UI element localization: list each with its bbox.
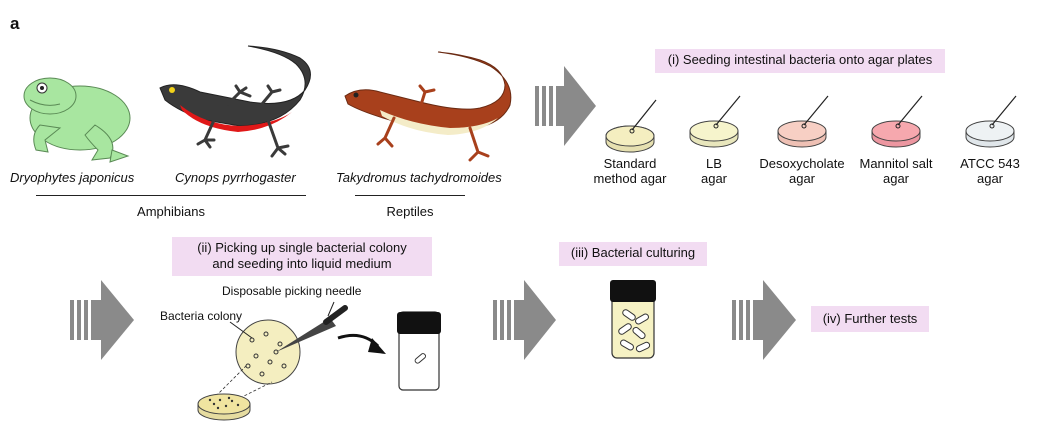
plate-label-1-line2: method agar — [593, 171, 667, 186]
plate-label-4: Mannitol salt agar — [848, 156, 944, 186]
step-box-picking: (ii) Picking up single bacterial colony … — [172, 237, 432, 276]
plate-label-2-line1: LB — [706, 156, 722, 171]
plate-label-3: Desoxycholate agar — [754, 156, 850, 186]
amphibians-divider — [36, 195, 306, 196]
species-label-newt: Cynops pyrrhogaster — [175, 170, 296, 185]
small-petri-dish-icon — [197, 363, 273, 421]
needle-icon — [276, 301, 348, 352]
step-box-culturing: (iii) Bacterial culturing — [559, 242, 707, 266]
step-box-further-tests: (iv) Further tests — [811, 306, 929, 332]
species-label-frog: Dryophytes japonicus — [10, 170, 135, 185]
plate-label-4-line1: Mannitol salt — [859, 156, 933, 171]
curved-transfer-arrow — [337, 333, 386, 354]
step-picking-line1: (ii) Picking up single bacterial colony — [197, 240, 407, 255]
process-arrow-2 — [70, 280, 134, 360]
agar-plate-4 — [871, 95, 923, 148]
colony-pointer-line — [229, 321, 253, 339]
plate-label-5-line1: ATCC 543 — [960, 156, 1020, 171]
plate-label-5: ATCC 543 agar — [942, 156, 1038, 186]
plate-label-3-line1: Desoxycholate — [759, 156, 845, 171]
frog-icon — [23, 77, 131, 163]
plate-label-4-line2: agar — [882, 171, 910, 186]
agar-plate-5 — [965, 95, 1017, 148]
liquid-medium-tube-icon — [397, 311, 441, 391]
group-label-reptiles: Reptiles — [386, 204, 434, 219]
plate-label-3-line2: agar — [788, 171, 816, 186]
process-arrow-3 — [493, 280, 556, 360]
panel-label: a — [10, 14, 20, 33]
bacteria-colony-label: Bacteria colony — [160, 309, 243, 323]
plate-label-5-line2: agar — [976, 171, 1004, 186]
plate-label-1-line1: Standard — [603, 156, 657, 171]
newt-icon — [159, 45, 311, 158]
agar-plate-2 — [689, 95, 741, 148]
reptiles-divider — [355, 195, 465, 196]
plate-label-2: LB agar — [666, 156, 762, 186]
culture-bottle-icon — [610, 280, 656, 359]
lizard-icon — [344, 51, 512, 162]
agar-plate-3 — [777, 95, 829, 148]
picking-needle-label: Disposable picking needle — [222, 284, 362, 298]
agar-plate-1 — [605, 99, 657, 153]
process-arrow-1 — [535, 66, 596, 146]
step-box-seeding: (i) Seeding intestinal bacteria onto aga… — [655, 49, 945, 73]
plate-label-2-line2: agar — [700, 171, 728, 186]
colony-magnified-circle — [235, 319, 301, 385]
species-label-lizard: Takydromus tachydromoides — [336, 170, 502, 185]
group-label-amphibians: Amphibians — [137, 204, 205, 219]
process-arrow-4 — [732, 280, 796, 360]
step-picking-line2: and seeding into liquid medium — [212, 256, 392, 271]
plate-label-1: Standard method agar — [582, 156, 678, 186]
